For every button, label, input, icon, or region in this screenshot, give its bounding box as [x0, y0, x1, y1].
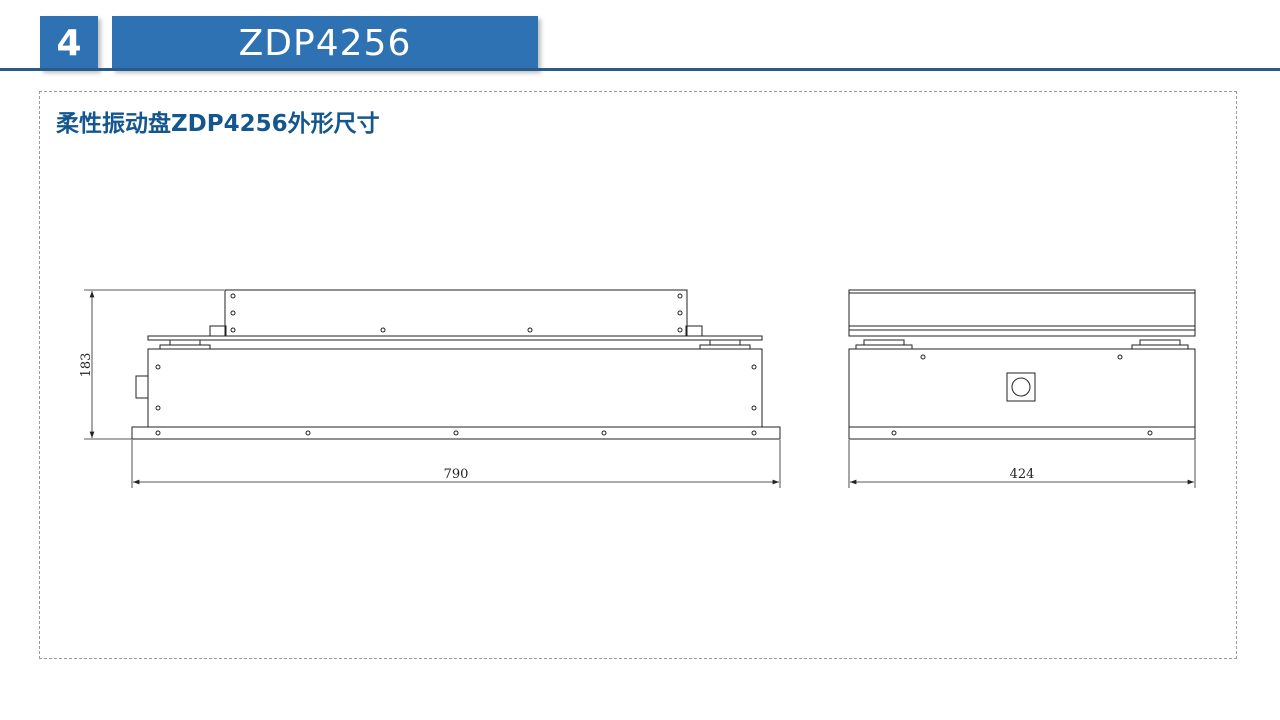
- hole: [677, 293, 683, 299]
- content-title: 柔性振动盘ZDP4256外形尺寸: [56, 111, 380, 137]
- side-width-dim-label: 424: [1010, 467, 1035, 482]
- hole: [920, 354, 926, 360]
- side-connector: [1006, 372, 1036, 402]
- front-bracket-right: [685, 325, 703, 337]
- hole: [677, 327, 683, 333]
- side-foot-left: [863, 339, 905, 346]
- front-height-dimension: [84, 289, 224, 440]
- side-tray-plate: [848, 325, 1196, 331]
- hole: [751, 364, 757, 370]
- page-title: ZDP4256: [112, 16, 538, 70]
- front-base-plate: [131, 426, 781, 440]
- front-main-body: [147, 348, 763, 428]
- hole: [230, 327, 236, 333]
- front-foot-base-left: [159, 344, 211, 350]
- hole: [1117, 354, 1123, 360]
- side-foot-base-left: [855, 344, 913, 350]
- hole: [677, 310, 683, 316]
- front-foot-left: [169, 339, 201, 346]
- hole: [230, 310, 236, 316]
- hole: [601, 430, 607, 436]
- front-top-box: [224, 289, 688, 337]
- front-tray-plate: [147, 335, 763, 341]
- section-number: 4: [40, 16, 98, 70]
- height-dim-label: 183: [79, 353, 94, 378]
- front-connector: [135, 375, 149, 399]
- side-base-plate: [848, 426, 1196, 440]
- side-width-dimension: [848, 440, 1196, 488]
- hole: [453, 430, 459, 436]
- hole: [751, 405, 757, 411]
- side-tray-lower: [848, 329, 1196, 337]
- header-divider: [0, 68, 1280, 71]
- front-foot-right: [709, 339, 741, 346]
- hole: [155, 405, 161, 411]
- content-frame: [39, 91, 1237, 659]
- side-connector-ring: [1011, 377, 1031, 397]
- hole: [305, 430, 311, 436]
- side-foot-right: [1139, 339, 1181, 346]
- side-main-body: [848, 348, 1196, 428]
- hole: [230, 293, 236, 299]
- hole: [1147, 430, 1153, 436]
- side-foot-base-right: [1131, 344, 1189, 350]
- front-width-dimension: [131, 440, 781, 488]
- hole: [751, 430, 757, 436]
- side-view: [848, 289, 1196, 440]
- hole: [380, 327, 386, 333]
- front-width-dim-label: 790: [444, 467, 469, 482]
- hole: [527, 327, 533, 333]
- front-bracket-left: [209, 325, 227, 337]
- side-top-box: [848, 289, 1196, 327]
- hole: [155, 364, 161, 370]
- hole: [891, 430, 897, 436]
- front-view: [131, 289, 781, 440]
- front-foot-base-right: [699, 344, 751, 350]
- hole: [155, 430, 161, 436]
